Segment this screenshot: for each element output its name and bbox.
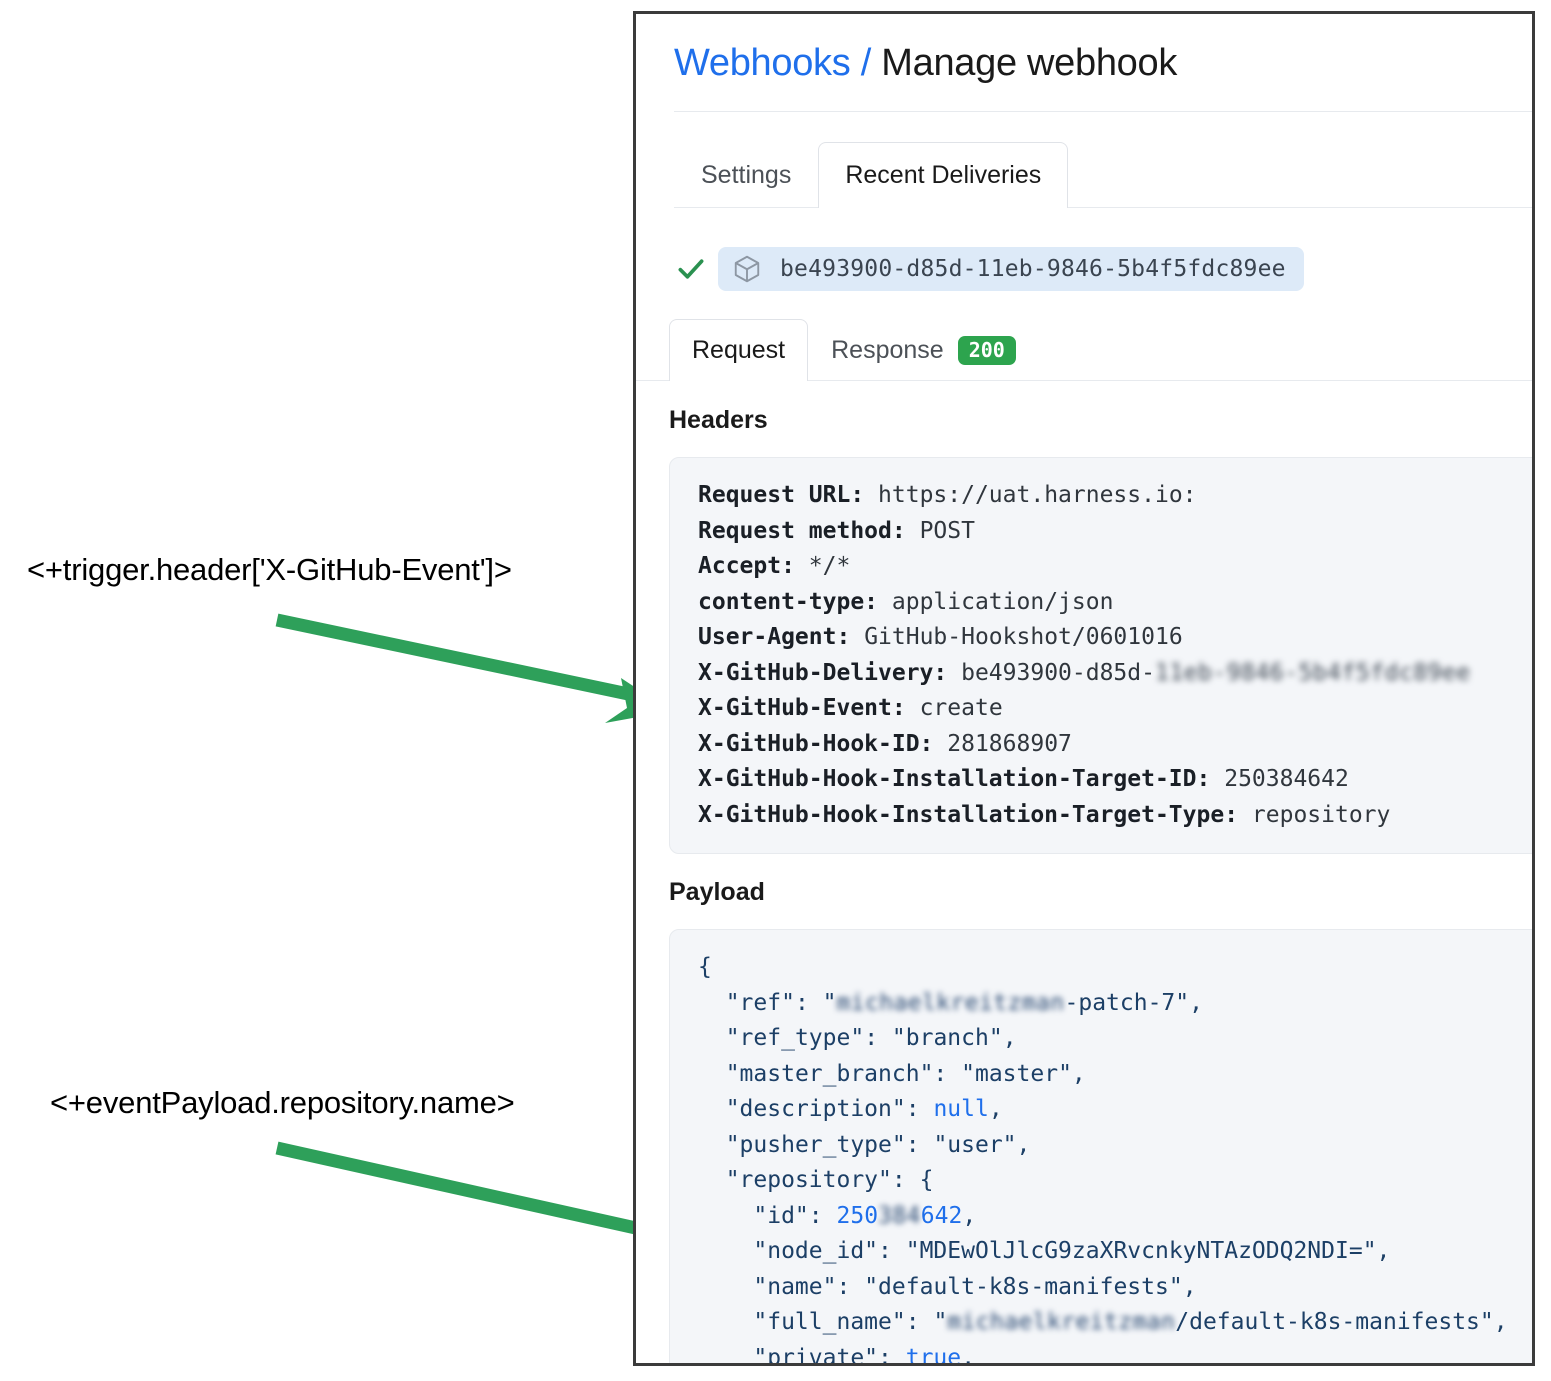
delivery-id-pill[interactable]: be493900-d85d-11eb-9846-5b4f5fdc89ee	[718, 247, 1304, 291]
delivery-row[interactable]: be493900-d85d-11eb-9846-5b4f5fdc89ee	[674, 247, 1532, 291]
breadcrumb-current: Manage webhook	[881, 42, 1178, 84]
tab-response[interactable]: Response 200	[808, 319, 1039, 381]
tab-response-label: Response	[831, 336, 944, 364]
redacted-delivery-id: 11eb-9846-5b4f5fdc89ee	[1154, 659, 1471, 686]
redacted-username-ref: michaelkreitzman	[836, 989, 1065, 1016]
primary-tab-underline	[674, 207, 1532, 208]
headers-code-block: Request URL: https://uat.harness.io: Req…	[669, 457, 1532, 854]
header-value: https://uat.harness.io:	[878, 482, 1197, 508]
header-key: content-type:	[698, 588, 879, 615]
payload-code-block: { "ref": "michaelkreitzman-patch-7", "re…	[669, 929, 1532, 1363]
header-key: Request method:	[698, 517, 906, 544]
page-title: Webhooks / Manage webhook	[636, 14, 1532, 85]
primary-tab-bar: Settings Recent Deliveries	[674, 142, 1532, 208]
header-value: application/json	[891, 588, 1114, 615]
annotation-event-payload-repository-name: <+eventPayload.repository.name>	[50, 1085, 515, 1120]
header-key: X-GitHub-Hook-ID:	[698, 730, 934, 757]
annotation-trigger-header: <+trigger.header['X-GitHub-Event']>	[27, 552, 512, 587]
header-value: repository	[1251, 801, 1391, 828]
breadcrumb-webhooks-link[interactable]: Webhooks	[674, 42, 851, 84]
webhook-panel: Webhooks / Manage webhook Settings Recen…	[633, 11, 1535, 1366]
header-key: X-GitHub-Delivery:	[698, 659, 948, 686]
header-key: X-GitHub-Hook-Installation-Target-ID:	[698, 766, 1211, 792]
redacted-repo-id: 384	[878, 1202, 921, 1229]
check-icon	[678, 259, 704, 279]
annotation-arrow-1	[275, 613, 671, 723]
tab-settings[interactable]: Settings	[701, 161, 792, 189]
sub-tab-underline	[636, 380, 1532, 381]
header-key: X-GitHub-Hook-Installation-Target-Type:	[698, 801, 1239, 828]
tab-request-label: Request	[692, 336, 786, 364]
header-value: POST	[919, 517, 975, 544]
cube-icon	[734, 255, 760, 283]
header-value: 250384642	[1224, 766, 1349, 792]
header-key: Request URL:	[698, 482, 865, 508]
payload-section-title: Payload	[669, 878, 765, 906]
title-divider	[674, 111, 1532, 112]
delivery-id-text: be493900-d85d-11eb-9846-5b4f5fdc89ee	[780, 256, 1286, 282]
header-key: Accept:	[698, 553, 795, 579]
tab-recent-deliveries[interactable]: Recent Deliveries	[818, 142, 1069, 208]
header-key-x-github-event: X-GitHub-Event:	[698, 695, 906, 721]
redacted-username-fullname: michaelkreitzman	[947, 1309, 1176, 1335]
header-value-x-github-event: create	[919, 695, 1003, 721]
header-key: User-Agent:	[698, 624, 851, 650]
header-value: GitHub-Hookshot/0601016	[864, 624, 1183, 650]
header-value: */*	[808, 553, 851, 579]
sub-tab-bar: Request Response 200	[669, 319, 1532, 381]
headers-section-title: Headers	[669, 406, 768, 434]
status-badge: 200	[957, 336, 1016, 365]
tab-request[interactable]: Request	[669, 319, 809, 381]
header-value: be493900-d85d-	[961, 659, 1155, 686]
breadcrumb-separator: /	[860, 42, 872, 84]
header-value: 281868907	[947, 730, 1072, 757]
